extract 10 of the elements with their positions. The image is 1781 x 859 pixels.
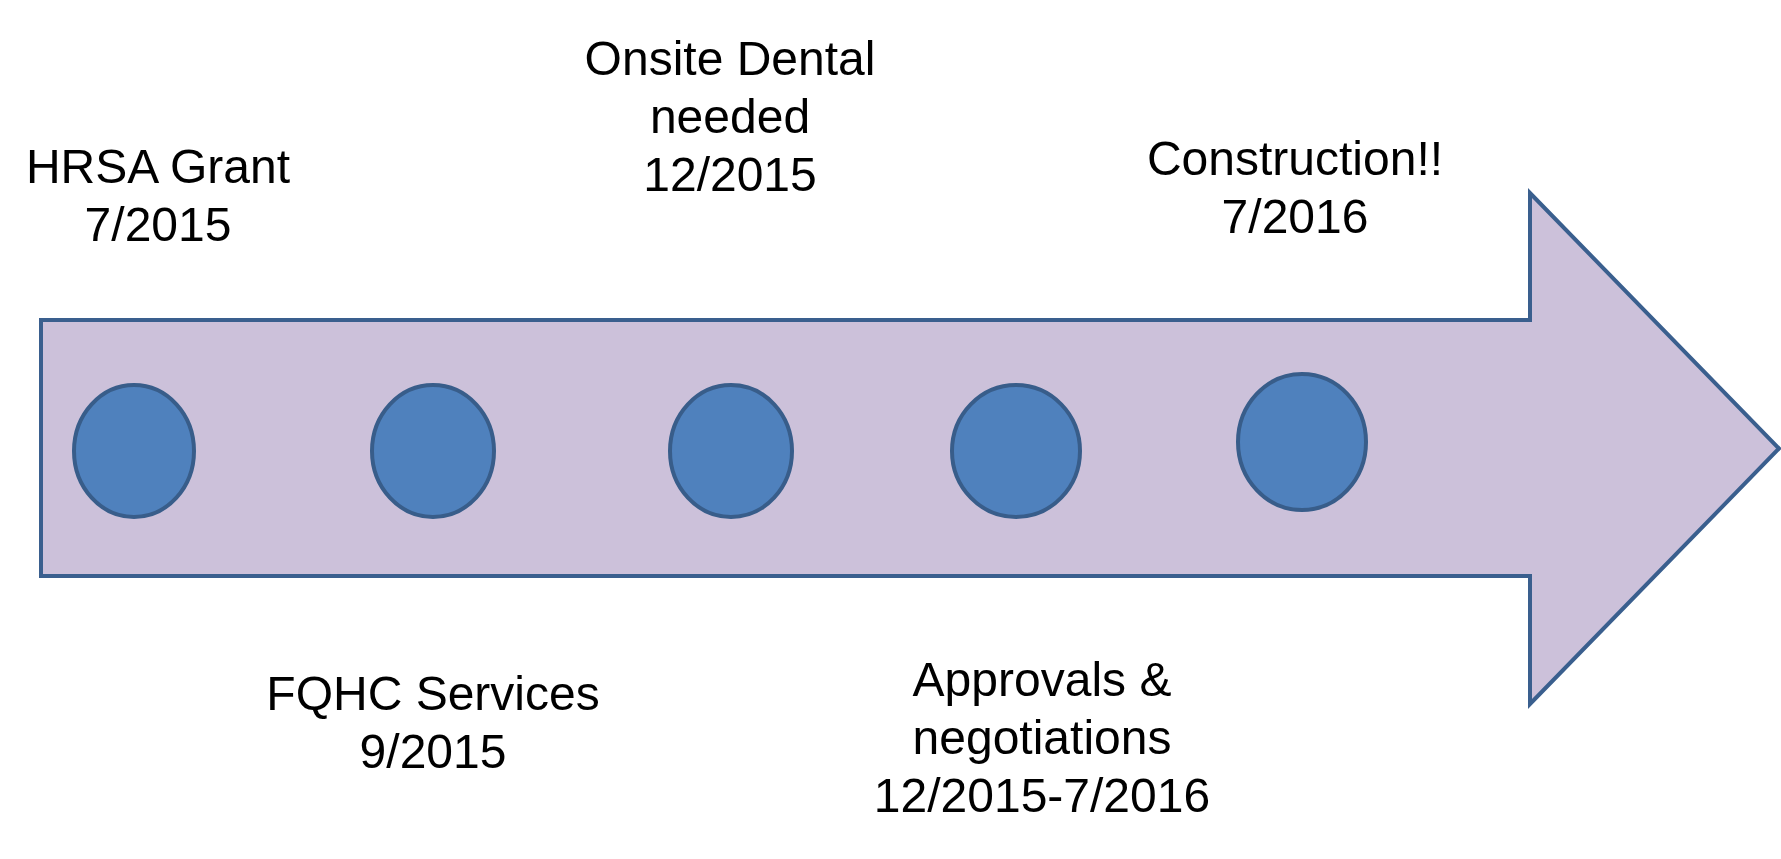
milestone-circle [370, 383, 496, 519]
milestone-caption: Onsite Dental needed 12/2015 [583, 31, 877, 203]
milestone-circle [668, 383, 794, 519]
milestone-caption: FQHC Services 9/2015 [265, 666, 601, 780]
milestone-caption: HRSA Grant 7/2015 [24, 139, 292, 253]
milestone-circle [1236, 372, 1368, 512]
milestone-caption: Approvals & negotiations 12/2015-7/2016 [872, 652, 1212, 824]
milestone-caption: Construction!! 7/2016 [1145, 131, 1445, 245]
milestone-circle [950, 383, 1082, 519]
milestone-circle [72, 383, 196, 519]
